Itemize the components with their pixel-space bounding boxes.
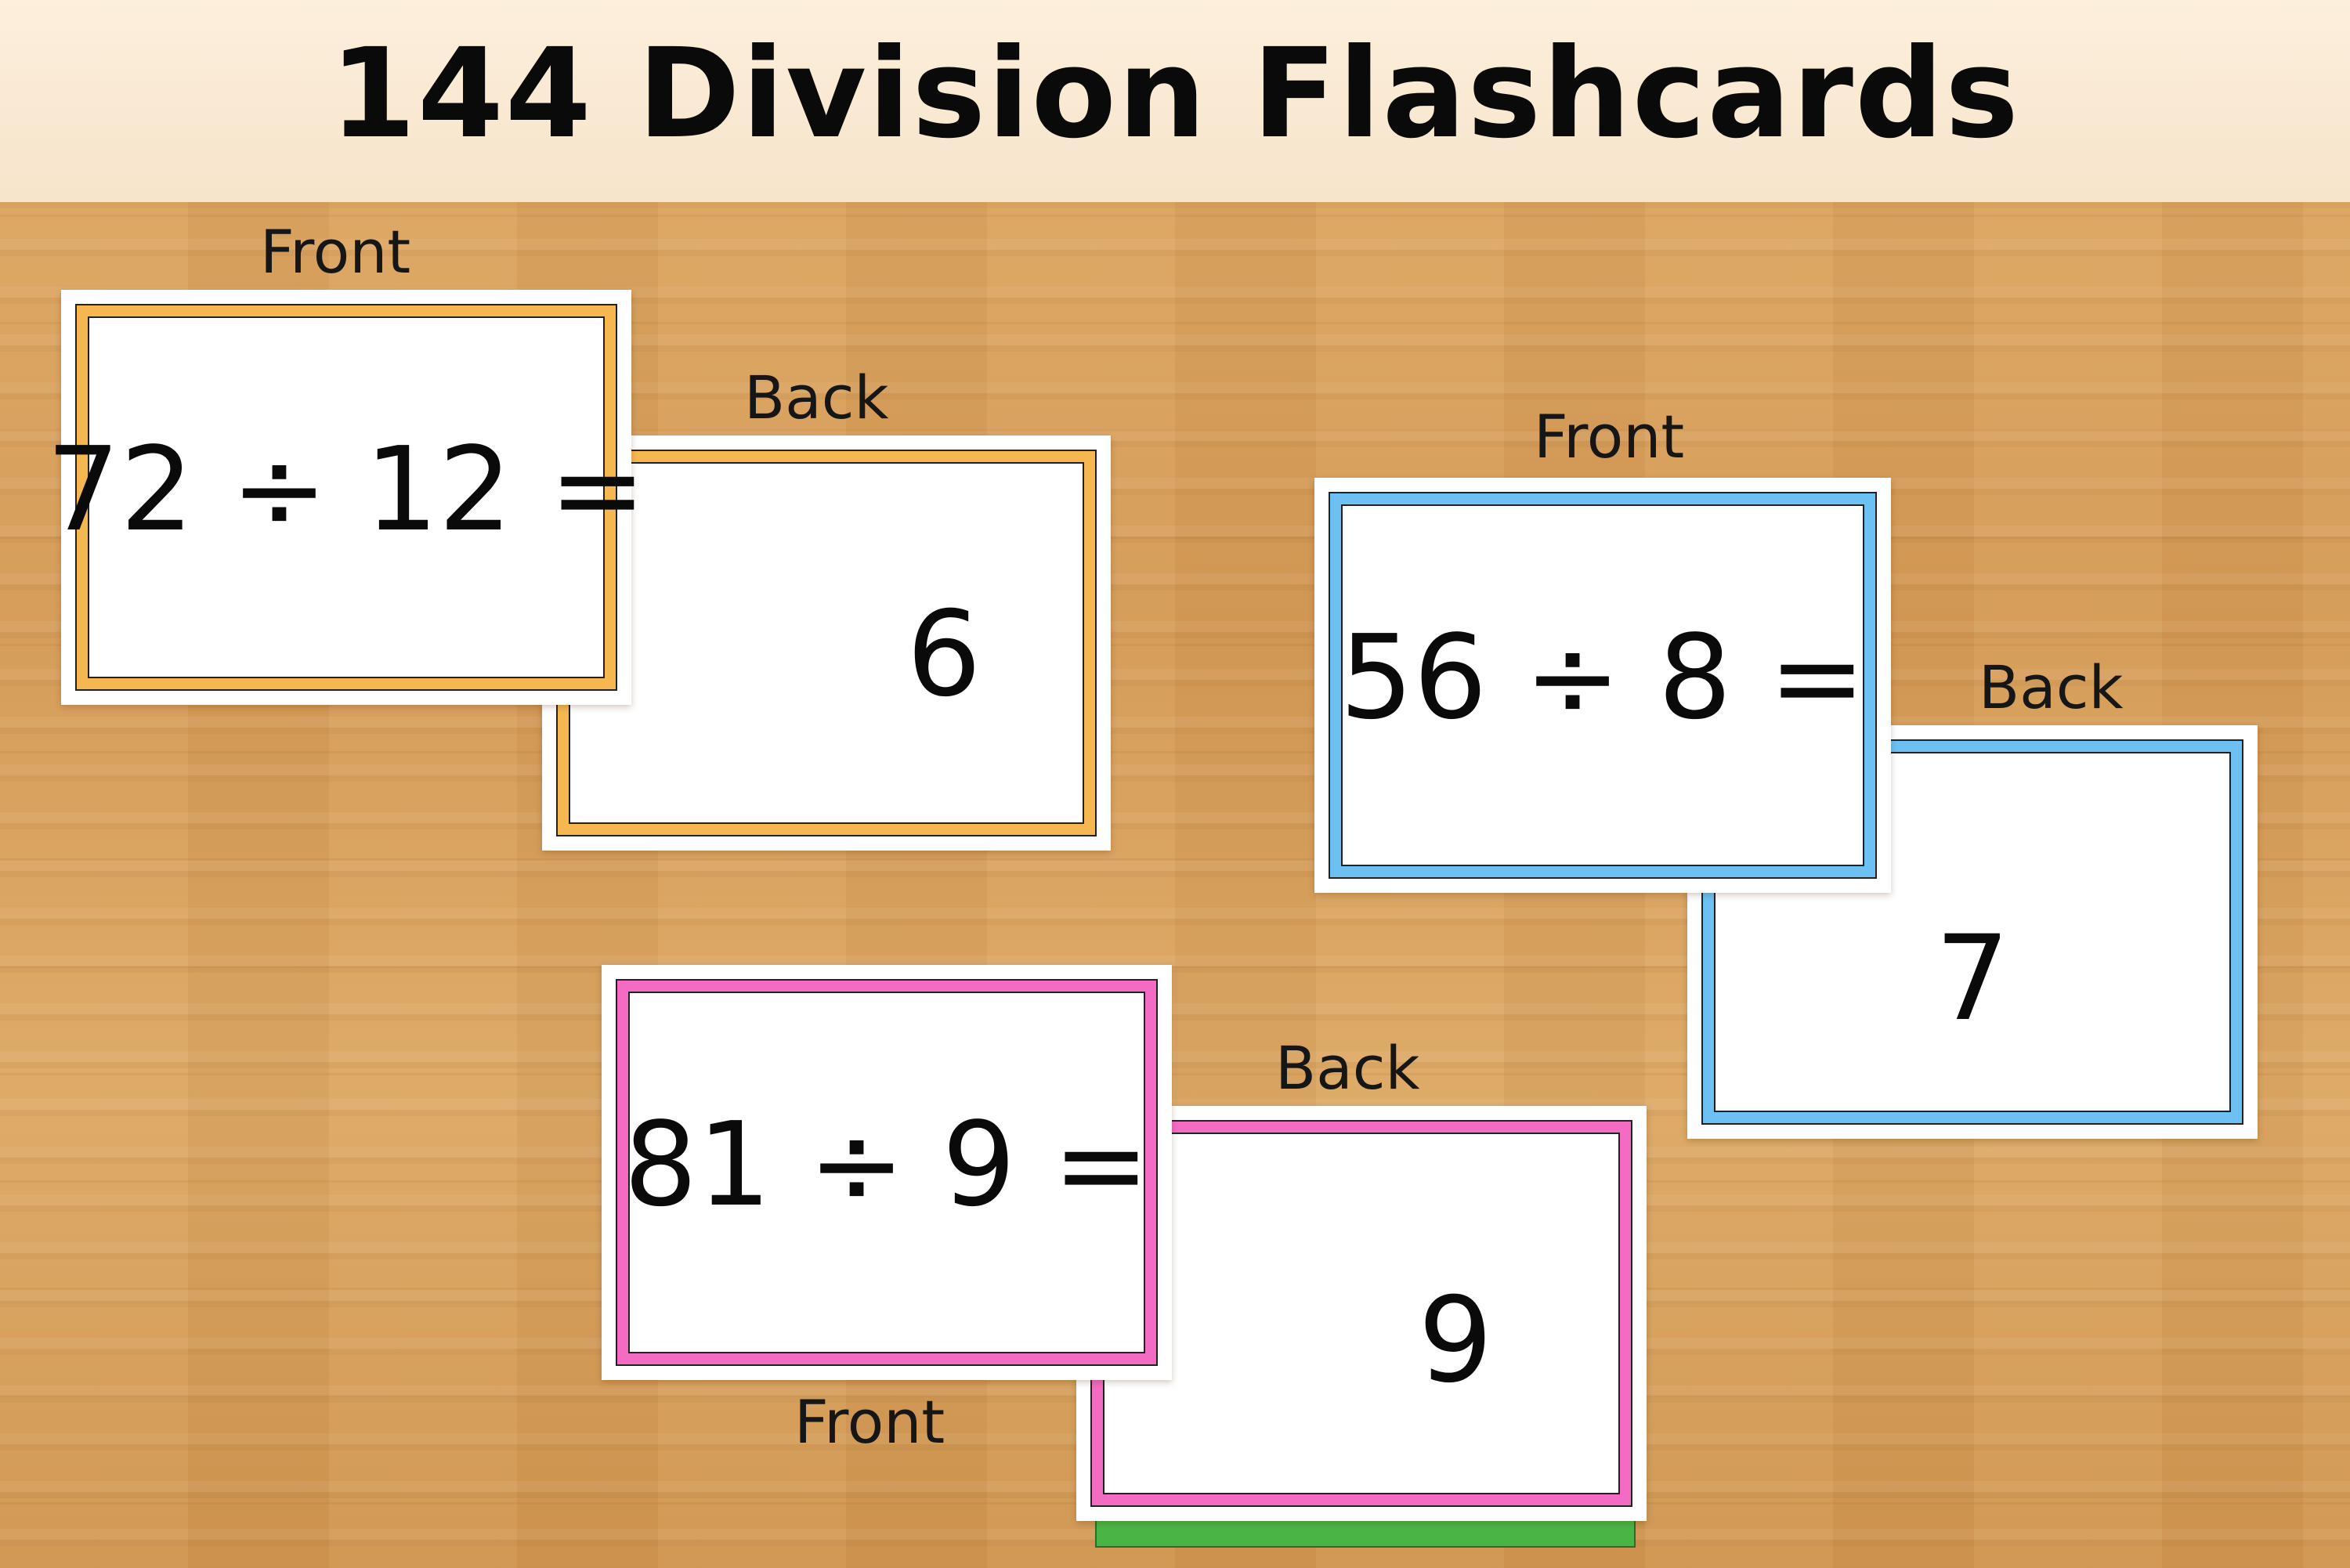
blue-back-label: Back [1979, 652, 2124, 722]
blue-back-card-border: 7 [1701, 739, 2243, 1125]
page-title: 144 Division Flashcards [329, 22, 2021, 166]
orange-back-label: Back [744, 363, 889, 432]
orange-answer: 6 [906, 587, 982, 723]
title-banner: 144 Division Flashcards [0, 0, 2350, 202]
orange-back-card-face: 6 [569, 462, 1084, 824]
orange-front-card-face: 72 ÷ 12 = [46, 316, 646, 678]
pink-back-label: Back [1275, 1033, 1420, 1103]
blue-front-card: 56 ÷ 8 = [1314, 478, 1891, 893]
blue-front-card-face: 56 ÷ 8 = [1340, 504, 1866, 866]
pink-front-card: 81 ÷ 9 = [602, 965, 1172, 1380]
blue-back-card-face: 7 [1714, 752, 2231, 1112]
green-card-edge [1095, 1516, 1636, 1548]
pink-answer: 9 [1418, 1273, 1493, 1409]
blue-question: 56 ÷ 8 = [1340, 610, 1866, 745]
orange-back-card-border: 6 [556, 450, 1097, 836]
orange-question: 72 ÷ 12 = [46, 422, 646, 557]
orange-back-card: 6 [542, 435, 1111, 851]
blue-answer: 7 [1935, 911, 2010, 1047]
orange-front-card-border: 72 ÷ 12 = [46, 304, 646, 691]
pink-back-card-face: 9 [1103, 1133, 1620, 1494]
pink-question: 81 ÷ 9 = [624, 1097, 1150, 1232]
pink-back-card-border: 9 [1090, 1120, 1632, 1507]
pink-front-card-face: 81 ÷ 9 = [624, 992, 1150, 1353]
orange-front-card: 72 ÷ 12 = [46, 290, 646, 705]
orange-front-label: Front [260, 217, 411, 287]
pink-front-card-border: 81 ÷ 9 = [616, 979, 1158, 1366]
pink-front-label: Front [794, 1387, 945, 1457]
blue-front-card-border: 56 ÷ 8 = [1329, 492, 1877, 879]
blue-front-label: Front [1534, 402, 1685, 471]
